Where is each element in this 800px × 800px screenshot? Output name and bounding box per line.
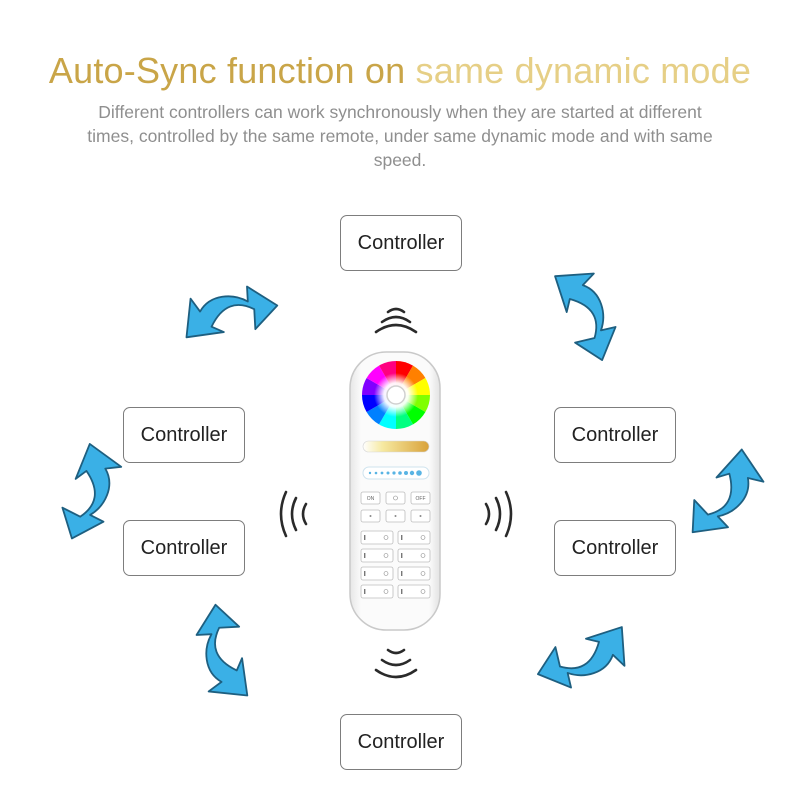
sync-arrow-top-right-icon [529, 254, 643, 365]
sync-arrow-bottom-left-icon [167, 601, 278, 714]
sync-arrow-right-icon [687, 441, 770, 544]
sync-arrow-top-left-icon [168, 257, 281, 368]
signal-left-icon [279, 490, 308, 538]
controller-top: Controller [340, 215, 462, 271]
controller-left-lower: Controller [123, 520, 245, 576]
sync-arrow-bottom-right-icon [533, 601, 644, 715]
controller-right-lower: Controller [554, 520, 676, 576]
remote-on-key: ON [367, 496, 375, 502]
remote-control: ON OFF [349, 351, 441, 631]
controller-left-upper: Controller [123, 407, 245, 463]
page-title: Auto-Sync function on same dynamic mode [0, 50, 800, 92]
signal-bottom-icon [374, 648, 418, 679]
title-part-1: Auto-Sync function on [48, 50, 406, 91]
sync-arrow-left-icon [51, 438, 133, 541]
signal-top-icon [374, 307, 418, 334]
color-wheel-icon [362, 361, 430, 429]
controller-bottom: Controller [340, 714, 462, 770]
title-part-2: same dynamic mode [415, 50, 752, 91]
remote-off-key: OFF [416, 496, 426, 502]
subtitle: Different controllers can work synchrono… [87, 102, 713, 170]
signal-right-icon [484, 490, 513, 538]
controller-right-upper: Controller [554, 407, 676, 463]
